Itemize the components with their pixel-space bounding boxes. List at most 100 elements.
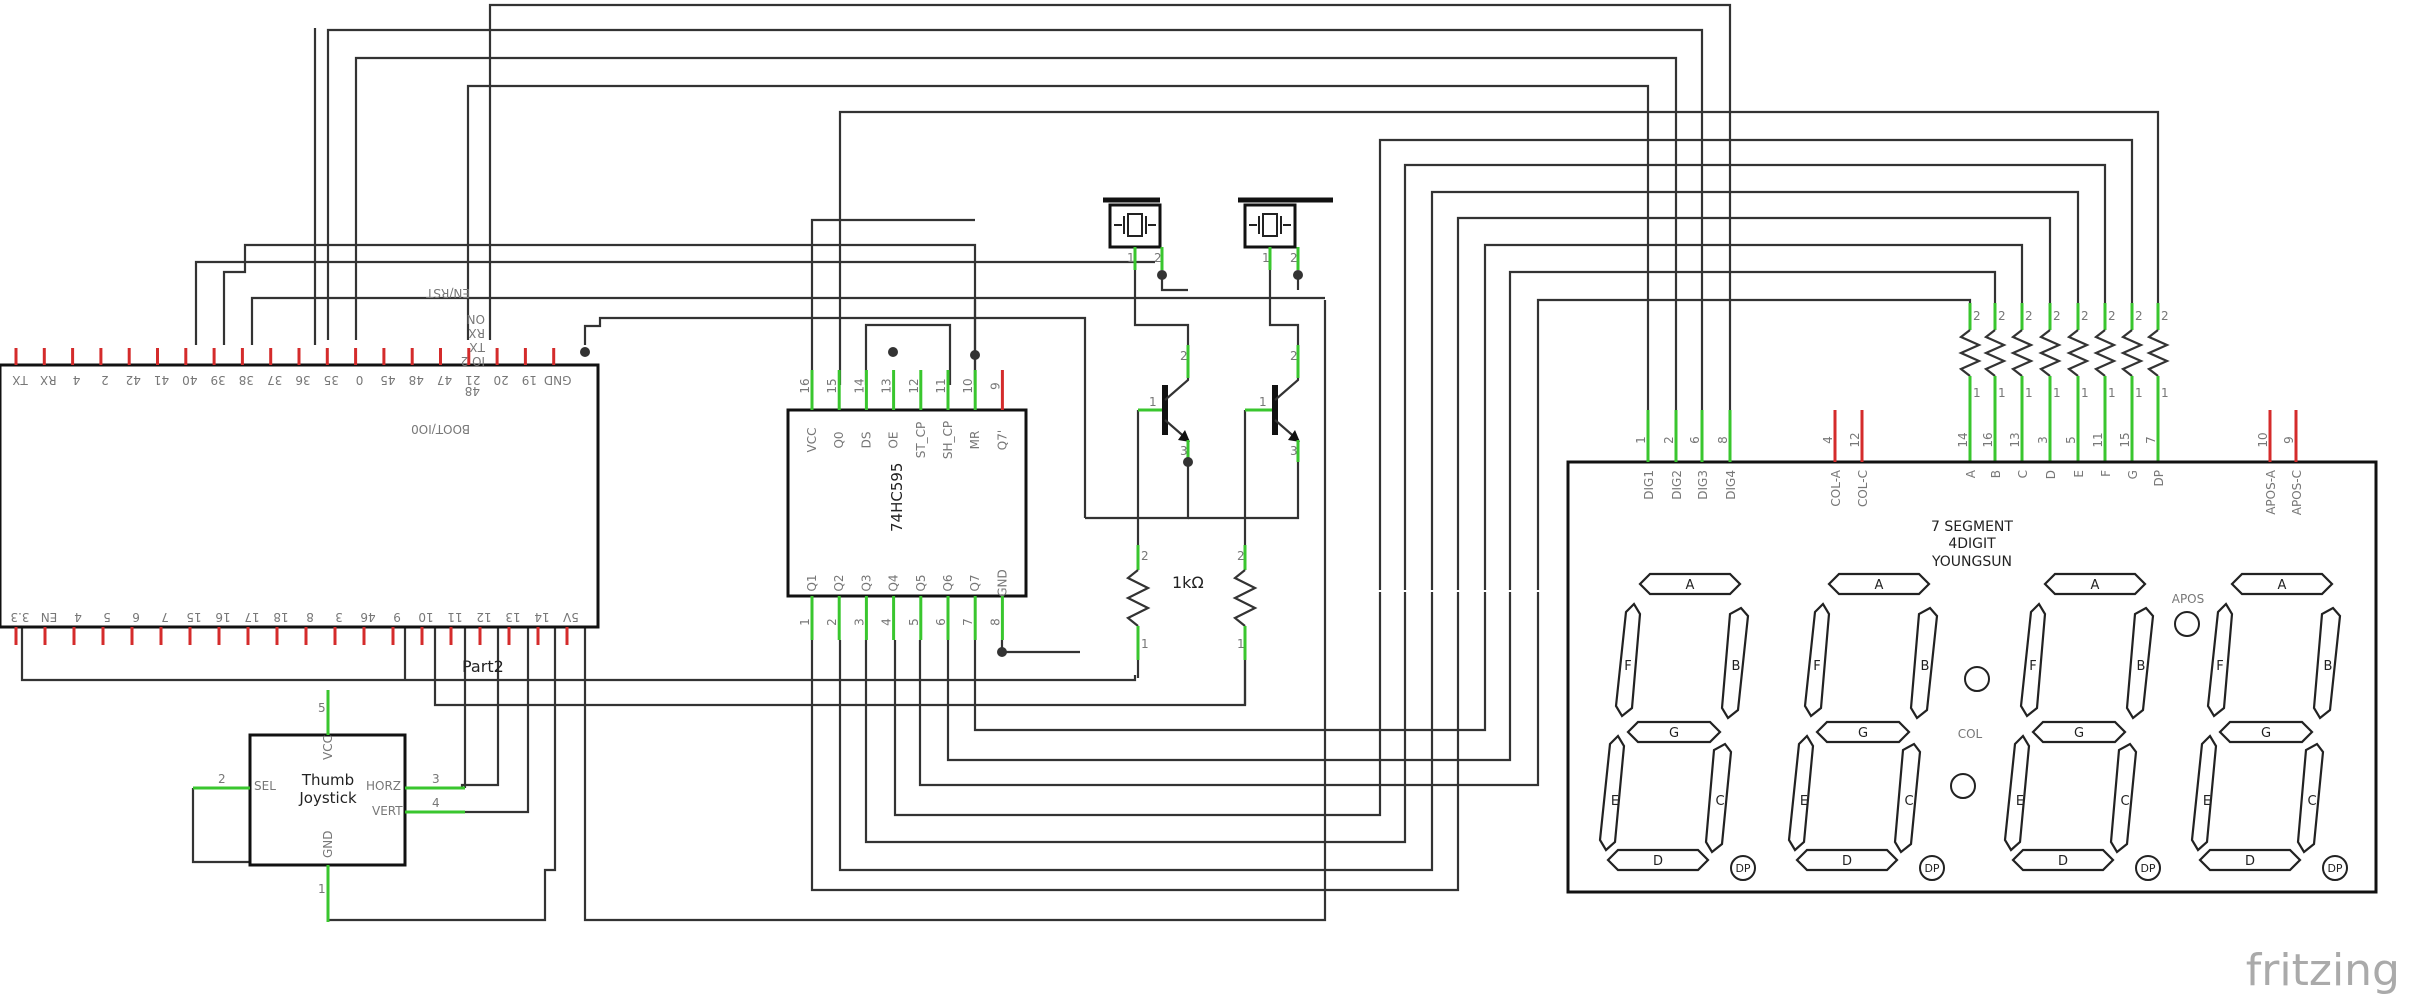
seg-resistor-zigzag <box>2010 329 2034 377</box>
dp-dot <box>1730 855 1756 881</box>
segment-c <box>1704 742 1733 854</box>
segment-c <box>2296 742 2325 854</box>
resistor-value-label: 1kΩ <box>1172 573 1204 592</box>
segment-d <box>1606 848 1710 872</box>
esp32-bottom-pin-label: 13 <box>505 610 520 624</box>
sr-top-pin-label: Q0 <box>832 431 846 448</box>
junction-1 <box>580 347 590 357</box>
display-pin-label: B <box>1989 470 2003 478</box>
wire-dig4 <box>488 3 1732 460</box>
buzzer-2-pin-num-1: 1 <box>1262 251 1270 265</box>
esp32-top-pin-label: 36 <box>295 373 310 387</box>
esp32-top-pin-label: 19 <box>522 373 537 387</box>
dp-dot <box>1919 855 1945 881</box>
base-resistor-1-num-bot: 1 <box>1141 637 1149 651</box>
display-pin-label: D <box>2044 470 2058 479</box>
display-pin-label: DIG4 <box>1724 470 1738 500</box>
esp32-bottom-pin-label: 18 <box>273 610 288 624</box>
sr-top-pin-label: SH_CP <box>941 421 955 459</box>
esp32-top-pin-label: 2 <box>101 373 109 387</box>
seven-segment-display: DIG11DIG22DIG36DIG48COL-A4COL-C12A14B16C… <box>1566 410 2378 894</box>
display-title-1: 7 SEGMENT <box>1931 519 2013 535</box>
segment-b <box>2312 606 2342 720</box>
segment-g <box>2218 720 2314 744</box>
wire-seg-c <box>1483 243 2024 590</box>
display-pin-num: 7 <box>2144 436 2158 444</box>
colon-top-dot <box>1964 666 1990 692</box>
display-body <box>1566 460 2378 894</box>
buzzer-1: 1 2 <box>1103 197 1164 270</box>
segment-label: F <box>1624 659 1631 674</box>
dp-dot <box>2135 855 2161 881</box>
segment-label: G <box>1669 726 1679 741</box>
segment-label: B <box>1921 659 1930 674</box>
display-pin-label: F <box>2099 470 2113 477</box>
display-pins: DIG11DIG22DIG36DIG48COL-A4COL-C12A14B16C… <box>1634 410 2304 515</box>
seg-resistor-num-top: 2 <box>1998 309 2006 323</box>
display-pin-label: COL-C <box>1856 470 1870 507</box>
esp32-top-pin-label: 21 <box>465 373 480 387</box>
segment-f <box>2206 602 2234 718</box>
esp32-body <box>0 363 600 629</box>
segment-g <box>1815 720 1911 744</box>
esp32-bottom-pin-label: 17 <box>244 610 259 624</box>
display-pin-label: APOS-C <box>2290 470 2304 515</box>
junction-6 <box>1183 457 1193 467</box>
sr-body <box>786 408 1028 598</box>
seg-resistor-num-bot: 1 <box>2025 386 2033 400</box>
seg-resistor-num-top: 2 <box>1973 309 1981 323</box>
esp32-bottom-pin-label: 3.3 <box>10 610 29 624</box>
esp32-top-pin-label: 39 <box>210 373 225 387</box>
segment-label: D <box>1842 854 1852 869</box>
segment-label: C <box>1715 794 1724 809</box>
segment-label: A <box>2278 578 2287 593</box>
base-resistor-1-zigzag <box>1125 569 1151 627</box>
esp32-bottom-pin-label: 14 <box>534 610 549 624</box>
silk-io2: IO 2 <box>461 354 485 368</box>
wire-39 <box>222 243 977 385</box>
wire-buzz1 <box>1133 255 1190 345</box>
sr-bottom-pin-label: Q6 <box>941 574 955 591</box>
esp32-bottom-pin-label: 46 <box>360 610 375 624</box>
esp32-bottom-pin-label: 5V <box>562 610 579 624</box>
sr-top-pin-label: Q7' <box>995 430 1009 450</box>
esp32-top-pin-label: 41 <box>154 373 169 387</box>
transistor-1-num-1: 1 <box>1149 395 1157 409</box>
seg-resistor-num-bot: 1 <box>1998 386 2006 400</box>
display-pin-num: 15 <box>2118 432 2132 447</box>
sr-bottom-pin-num: 2 <box>825 618 839 626</box>
display-pin-label: COL-A <box>1829 469 1843 506</box>
segment-g <box>1626 720 1722 744</box>
segment-label: E <box>1611 794 1619 809</box>
segment-f <box>2019 602 2047 718</box>
joystick-num-sel: 2 <box>218 772 226 786</box>
segment-a <box>2043 572 2147 596</box>
junction-dots <box>580 270 1303 657</box>
segment-a <box>1638 572 1742 596</box>
wire-dig2 <box>354 56 1678 460</box>
display-pin-num: 4 <box>1821 436 1835 444</box>
buzzer-1-pin-num-1: 1 <box>1127 251 1135 265</box>
joystick-title-2: Joystick <box>298 789 357 807</box>
transistor-2-num-3: 3 <box>1290 444 1298 458</box>
esp32-top-pin-label: 0 <box>356 373 364 387</box>
wire-sr-gnd <box>1000 640 1080 654</box>
sr-top-pin-num: 15 <box>825 378 839 393</box>
wire-seg-dp <box>838 110 2160 385</box>
base-resistor-2-zigzag <box>1232 569 1258 627</box>
sr-bottom-pin-num: 5 <box>907 618 921 626</box>
sr-bottom-pin-label: Q3 <box>859 574 873 591</box>
esp32-bottom-pin-label: 11 <box>447 610 462 624</box>
buzzer-2: 1 2 <box>1238 197 1333 270</box>
buzzer-2-pin-num-2: 2 <box>1290 251 1298 265</box>
segment-e <box>2190 734 2218 852</box>
esp32-top-pin-label: 47 <box>437 373 452 387</box>
esp32-silk: BOOT/IO0 48 IO 2 TX RX ON EN/RST <box>411 286 486 436</box>
junction-2 <box>888 347 898 357</box>
dp-label: DP <box>2327 862 2342 875</box>
